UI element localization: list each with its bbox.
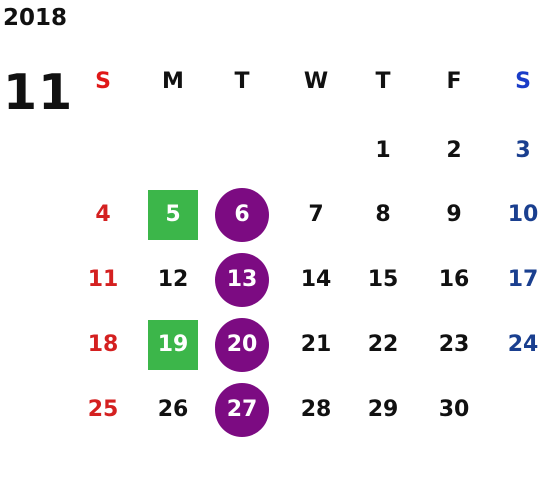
green-square-marker	[148, 190, 198, 240]
day-cell-28: 28	[300, 397, 332, 422]
day-cell-11: 11	[87, 267, 119, 292]
green-square-marker	[148, 320, 198, 370]
purple-circle-marker	[215, 188, 269, 242]
day-cell-24: 24	[507, 332, 539, 357]
day-cell-29: 29	[367, 397, 399, 422]
day-cell-10: 10	[507, 202, 539, 227]
day-cell-14: 14	[300, 267, 332, 292]
day-cell-9: 9	[446, 202, 462, 227]
day-cell-13: 13	[226, 267, 258, 292]
weekday-label-friday: F	[446, 69, 462, 94]
day-cell-30: 30	[438, 397, 470, 422]
day-cell-18: 18	[87, 332, 119, 357]
day-cell-2: 2	[446, 138, 462, 163]
day-cell-7: 7	[308, 202, 324, 227]
calendar-year: 2018	[3, 5, 68, 31]
day-cell-1: 1	[375, 138, 391, 163]
weekday-label-tuesday: T	[234, 69, 250, 94]
weekday-label-thursday: T	[375, 69, 391, 94]
purple-circle-marker	[215, 318, 269, 372]
weekday-label-monday: M	[162, 69, 184, 94]
purple-circle-marker	[215, 253, 269, 307]
day-cell-21: 21	[300, 332, 332, 357]
day-cell-3: 3	[515, 138, 531, 163]
day-cell-26: 26	[157, 397, 189, 422]
day-cell-17: 17	[507, 267, 539, 292]
day-cell-12: 12	[157, 267, 189, 292]
day-cell-5: 5	[165, 202, 181, 227]
day-cell-6: 6	[234, 202, 250, 227]
day-cell-25: 25	[87, 397, 119, 422]
day-cell-4: 4	[95, 202, 111, 227]
day-cell-23: 23	[438, 332, 470, 357]
day-cell-8: 8	[375, 202, 391, 227]
day-cell-27: 27	[226, 397, 258, 422]
calendar-month: 11	[3, 64, 74, 121]
weekday-label-sunday: S	[95, 69, 111, 94]
weekday-label-saturday: S	[515, 69, 531, 94]
day-cell-20: 20	[226, 332, 258, 357]
weekday-label-wednesday: W	[303, 69, 329, 94]
day-cell-15: 15	[367, 267, 399, 292]
day-cell-16: 16	[438, 267, 470, 292]
day-cell-22: 22	[367, 332, 399, 357]
day-cell-19: 19	[157, 332, 189, 357]
purple-circle-marker	[215, 383, 269, 437]
